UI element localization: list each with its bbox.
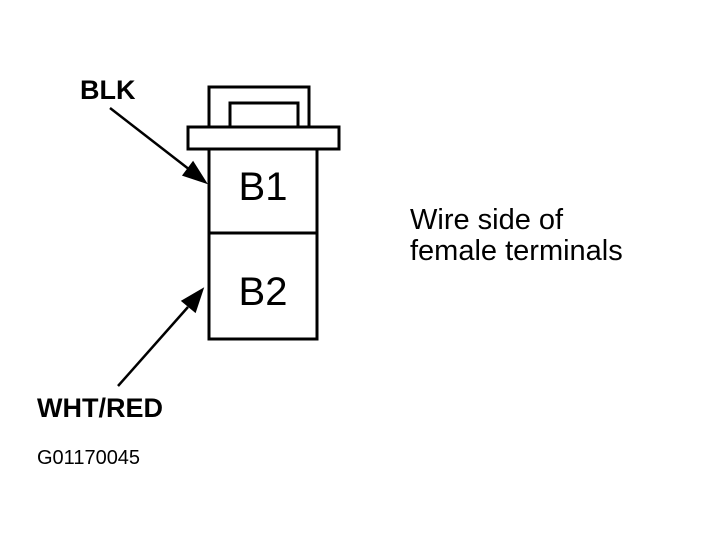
connector-lock-tab xyxy=(207,85,311,127)
connector-flange xyxy=(186,125,341,151)
figure-id: G01170045 xyxy=(37,447,141,469)
whtred-arrow xyxy=(117,287,205,387)
caption-line-1: Wire side of xyxy=(410,204,564,236)
blk-arrow xyxy=(109,107,208,185)
connector-body xyxy=(207,147,319,341)
wht-red-wire-label: WHT/RED xyxy=(37,393,163,423)
terminal-b2-label: B2 xyxy=(239,270,288,314)
connector-lock-slot xyxy=(228,101,300,129)
caption: Wire side of female terminals xyxy=(410,205,623,267)
terminal-b1-label: B1 xyxy=(239,165,288,209)
caption-line-2: female terminals xyxy=(410,235,623,267)
blk-wire-label: BLK xyxy=(80,75,136,105)
